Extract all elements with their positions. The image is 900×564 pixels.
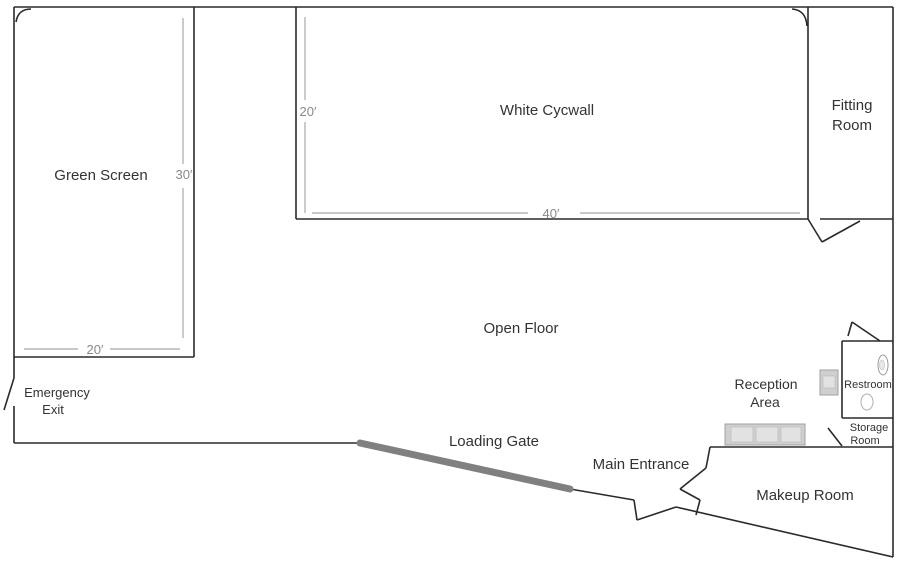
- green-screen-depth-label: 30′: [176, 167, 193, 182]
- sofa-cushion-1: [730, 426, 754, 443]
- entrance-door-left: [633, 499, 638, 521]
- cycwall-depth-label: 20′: [300, 104, 317, 119]
- fitting-room-door-swing: [821, 220, 861, 243]
- fitting-room-door: [807, 218, 823, 243]
- makeup-room-door-swing: [679, 488, 701, 501]
- main-entrance-label: Main Entrance: [593, 456, 690, 473]
- makeup-room-label: Makeup Room: [756, 487, 854, 504]
- outer-walls: [13, 6, 894, 558]
- white-cycwall-label: White Cycwall: [500, 102, 594, 119]
- sofa-cushion-2: [755, 426, 779, 443]
- south-wall-east: [675, 506, 894, 558]
- reception-chair-cushion: [822, 375, 836, 389]
- white-cycwall-room: [295, 7, 809, 220]
- loading-gate-label: Loading Gate: [449, 433, 539, 450]
- fitting-room-label-line1: Fitting: [832, 97, 873, 114]
- emergency-exit-label-line1: Emergency: [24, 385, 90, 400]
- emergency-exit-label-line2: Exit: [42, 402, 64, 417]
- storage-room-label-line2: Room: [850, 435, 879, 447]
- green-screen-cove: [15, 8, 32, 23]
- makeup-room-west-jamb: [705, 446, 711, 469]
- restroom-door-upper: [851, 321, 881, 342]
- reception-furniture: [724, 369, 839, 446]
- makeup-room: [679, 446, 893, 516]
- cycwall-cove: [791, 8, 808, 27]
- reception-area-label-line1: Reception: [734, 376, 797, 392]
- restroom-label: Restroom: [844, 379, 892, 391]
- restroom-door-jamb: [847, 321, 853, 337]
- storage-door: [827, 427, 843, 447]
- open-floor-label: Open Floor: [483, 320, 558, 337]
- entrance-door-right: [636, 506, 677, 521]
- restroom-block: [827, 321, 893, 447]
- storage-room-label-line1: Storage: [850, 422, 889, 434]
- makeup-room-partition: [695, 499, 701, 516]
- fitting-room-label-line2: Room: [832, 117, 872, 134]
- green-screen-label: Green Screen: [54, 167, 147, 184]
- reception-area-label-line2: Area: [750, 394, 780, 410]
- emergency-exit-door: [3, 377, 15, 411]
- main-entrance-doors[interactable]: [633, 499, 677, 521]
- green-screen-room: [14, 7, 195, 358]
- sofa-cushion-3: [780, 426, 802, 443]
- toilet-bowl: [879, 359, 885, 371]
- makeup-room-door: [679, 467, 707, 490]
- south-wall-mid: [569, 488, 635, 501]
- fitting-room: [807, 218, 893, 243]
- loading-gate[interactable]: [356, 439, 574, 493]
- cycwall-width-label: 40′: [543, 206, 560, 221]
- sink-icon: [860, 393, 874, 411]
- green-screen-width-label: 20′: [87, 342, 104, 357]
